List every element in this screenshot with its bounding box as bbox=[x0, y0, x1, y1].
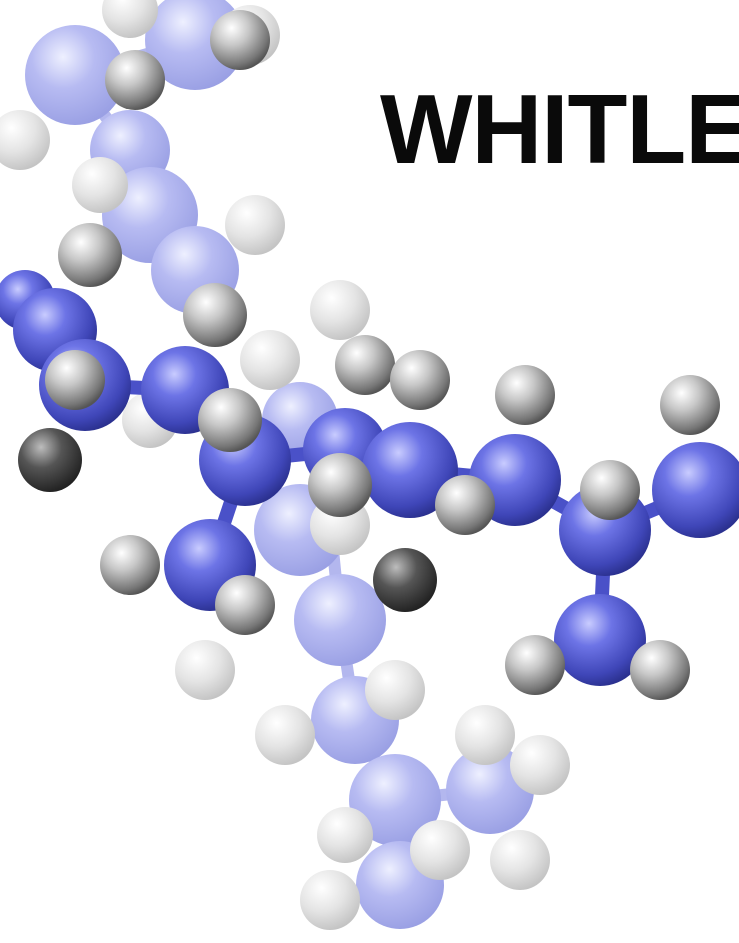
hydrogen-atoms bbox=[18, 10, 720, 700]
faded-strand bbox=[0, 0, 570, 930]
main-strand-atoms bbox=[0, 270, 739, 686]
page-title: WHITLE bbox=[380, 80, 739, 178]
